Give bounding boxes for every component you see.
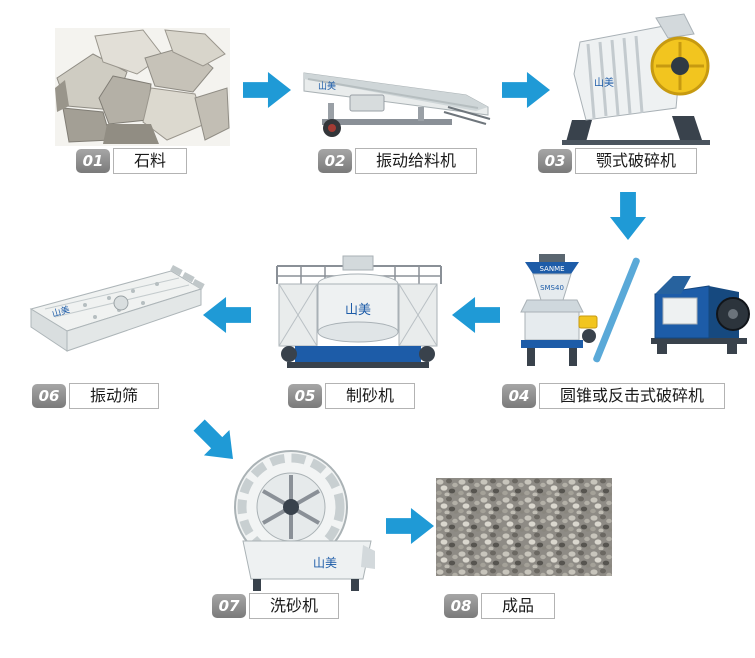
vibrating-screen-image: 山美 — [29, 265, 205, 352]
motor-left — [281, 346, 297, 362]
motor-right — [419, 346, 435, 362]
impact-crusher-image — [651, 276, 750, 354]
sand-washer-image: 山美 — [234, 450, 375, 591]
step-label-text-07: 洗砂机 — [249, 593, 340, 619]
brand-logo-text: 山美 — [345, 303, 371, 318]
step-number-badge-01: 01 — [76, 149, 110, 173]
flow-arrow-down-3 — [610, 192, 646, 240]
vibrating-feeder-image: 山美 — [303, 72, 491, 137]
step-label-text-05: 制砂机 — [325, 383, 416, 409]
jaw-crusher-figure: 山美 — [552, 12, 717, 147]
step-label-text-08: 成品 — [481, 593, 556, 619]
brand-logo-text: 山美 — [594, 76, 614, 89]
flow-arrow-left-5 — [203, 297, 251, 333]
step-number-badge-05: 05 — [288, 384, 322, 408]
cone-model-text: SMS40 — [540, 284, 564, 292]
step-label-06: 06 振动筛 — [32, 383, 160, 409]
step-label-text-02: 振动给料机 — [355, 148, 478, 174]
step-number-badge-06: 06 — [32, 384, 66, 408]
sand-making-machine-figure: 山美 — [265, 250, 450, 378]
step-label-08: 08 成品 — [444, 593, 556, 619]
step-label-02: 02 振动给料机 — [318, 148, 478, 174]
step-label-text-04: 圆锥或反击式破碎机 — [539, 383, 726, 409]
step-label-01: 01 石料 — [76, 148, 188, 174]
step-label-04: 04 圆锥或反击式破碎机 — [502, 383, 726, 409]
jaw-crusher-image: 山美 — [562, 13, 710, 145]
screen-center-hub — [113, 295, 129, 311]
step-number-badge-02: 02 — [318, 149, 352, 173]
flow-arrow-left-4 — [452, 297, 500, 333]
step-label-text-01: 石料 — [113, 148, 188, 174]
step-number-badge-04: 04 — [502, 384, 536, 408]
vibrating-screen-figure: 山美 — [25, 265, 205, 373]
brand-logo-text: 山美 — [313, 556, 337, 570]
stone-pile-figure — [55, 28, 230, 146]
sand-washer-figure: 山美 — [213, 445, 375, 593]
cone-or-impact-crusher-figure: SANME SMS40 — [505, 250, 752, 376]
finished-product-image — [436, 478, 612, 576]
step-number-badge-08: 08 — [444, 594, 478, 618]
finished-product-figure — [436, 478, 612, 576]
step-label-03: 03 颚式破碎机 — [538, 148, 698, 174]
step-label-05: 05 制砂机 — [288, 383, 416, 409]
step-number-badge-07: 07 — [212, 594, 246, 618]
flow-arrow-right-2 — [502, 72, 550, 108]
flow-arrow-right-1 — [243, 72, 291, 108]
cone-crusher-image: SANME SMS40 — [520, 254, 598, 366]
step-label-text-06: 振动筛 — [69, 383, 160, 409]
stone-pile-image — [55, 28, 230, 146]
flow-arrow-right-7 — [386, 508, 434, 544]
step-number-badge-03: 03 — [538, 149, 572, 173]
step-label-text-03: 颚式破碎机 — [575, 148, 698, 174]
vibrating-feeder-figure: 山美 — [298, 45, 493, 140]
brand-logo-en-text: SANME — [539, 265, 564, 273]
sand-making-machine-image: 山美 — [276, 255, 442, 368]
brand-logo-text: 山美 — [318, 80, 336, 92]
step-label-07: 07 洗砂机 — [212, 593, 340, 619]
cone-drive-pulley — [582, 329, 596, 343]
